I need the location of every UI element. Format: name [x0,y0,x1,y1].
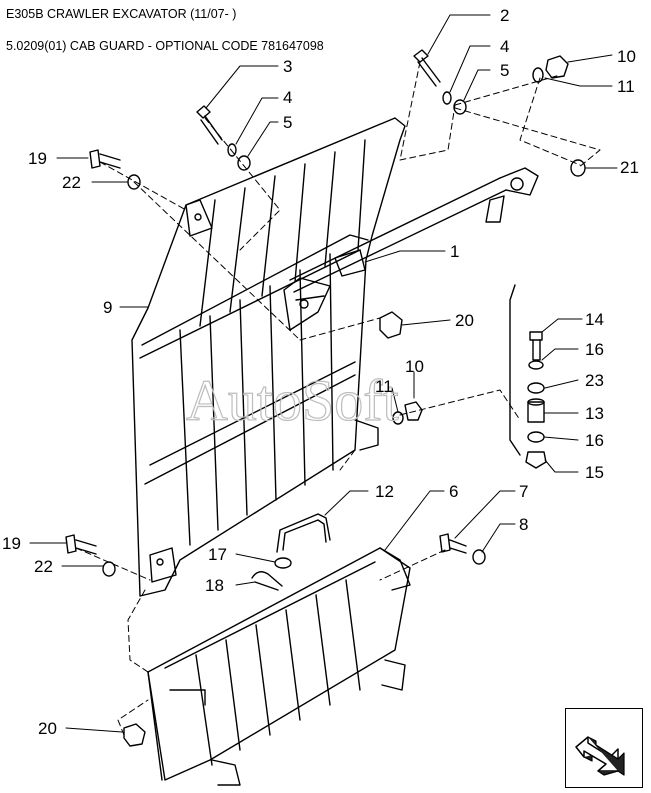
callout-9: 9 [103,298,112,317]
callout-22: 22 [62,173,81,192]
callout-11: 11 [617,77,635,96]
callout-2: 2 [500,6,509,25]
diagram-subtitle: 5.0209(01) CAB GUARD - OPTIONAL CODE 781… [6,39,324,53]
callout-8: 8 [519,515,528,534]
assembly-lines [75,61,601,736]
hardware-parts [65,49,586,747]
support-bar [283,167,539,331]
callout-16: 16 [585,340,604,359]
lower-guard-panel [147,547,411,786]
callout-17: 17 [208,545,227,564]
callout-10: 10 [405,357,424,376]
leader-lines [29,14,618,733]
callout-21: 21 [620,158,639,177]
callout-20: 20 [38,719,57,738]
callout-18: 18 [205,576,224,595]
callout-3: 3 [283,57,292,76]
callout-15: 15 [585,463,604,482]
callout-23: 23 [585,371,604,390]
callout-5: 5 [500,61,509,80]
callout-19: 19 [28,149,47,168]
callout-11: 11 [375,377,393,396]
next-page-button[interactable] [565,708,643,788]
callout-20: 20 [455,311,474,330]
next-page-arrow-icon [575,736,625,776]
callout-16: 16 [585,431,604,450]
callout-13: 13 [585,404,604,423]
right-fastener-stack [509,284,547,469]
callout-4: 4 [500,37,509,56]
watermark-text: AutoSoft [186,368,399,433]
diagram-title: E305B CRAWLER EXCAVATOR (11/07- ) [6,7,237,21]
callout-4: 4 [283,88,292,107]
callout-7: 7 [519,482,528,501]
callout-22: 22 [34,557,53,576]
callout-19: 19 [2,534,21,553]
callout-5: 5 [283,113,292,132]
callout-14: 14 [585,310,604,329]
callout-labels: 2 4 5 10 11 3 4 5 19 22 21 1 9 20 14 16 … [2,6,639,738]
callout-12: 12 [375,482,394,501]
callout-6: 6 [449,482,458,501]
cab-guard-frame [131,117,406,597]
callout-1: 1 [450,242,459,261]
handle-part [276,513,331,553]
callout-10: 10 [617,47,636,66]
